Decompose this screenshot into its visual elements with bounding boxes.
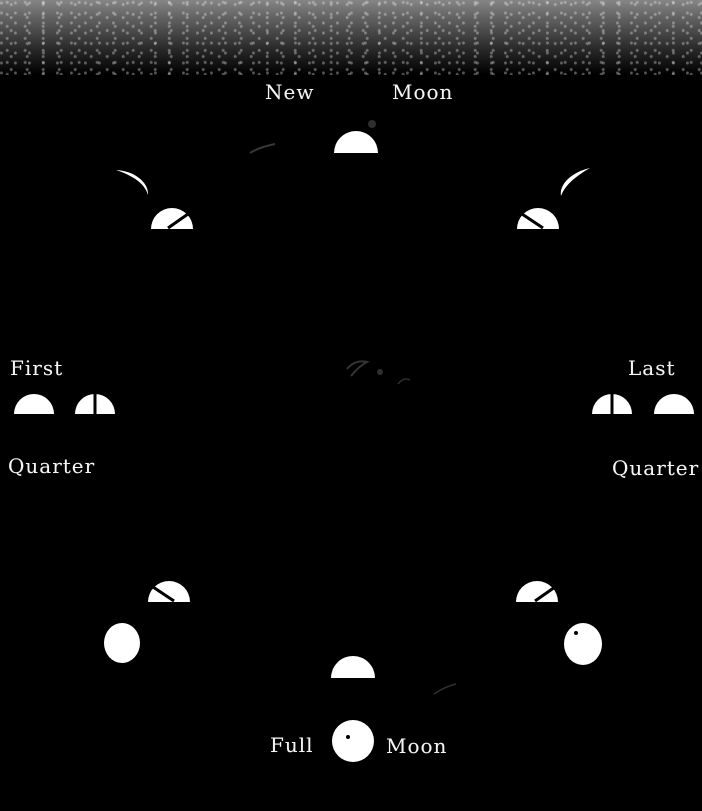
lower-right-full-moon — [564, 623, 602, 665]
moon-shapes — [14, 131, 694, 762]
first-quarter-outer-half-moon — [14, 394, 54, 414]
upper-right-crescent — [561, 168, 590, 196]
artifact-center-dot — [377, 369, 383, 375]
artifact-center-right — [398, 379, 410, 384]
full-moon-disc — [332, 720, 374, 762]
artifact-new-moon-left — [250, 144, 275, 153]
artifact-top-right — [368, 120, 376, 128]
lower-right-full-moon-spot — [574, 631, 578, 635]
faint-artifacts — [250, 120, 456, 694]
full-moon-half-moon — [331, 656, 375, 678]
full-moon-mark — [346, 735, 350, 739]
lower-left-full-moon — [104, 623, 140, 663]
last-quarter-outer-half-moon — [654, 394, 694, 414]
upper-left-crescent — [116, 170, 148, 195]
artifact-bottom-right — [434, 684, 456, 694]
artifact-center — [347, 361, 367, 376]
new-moon-half-moon — [334, 131, 378, 153]
